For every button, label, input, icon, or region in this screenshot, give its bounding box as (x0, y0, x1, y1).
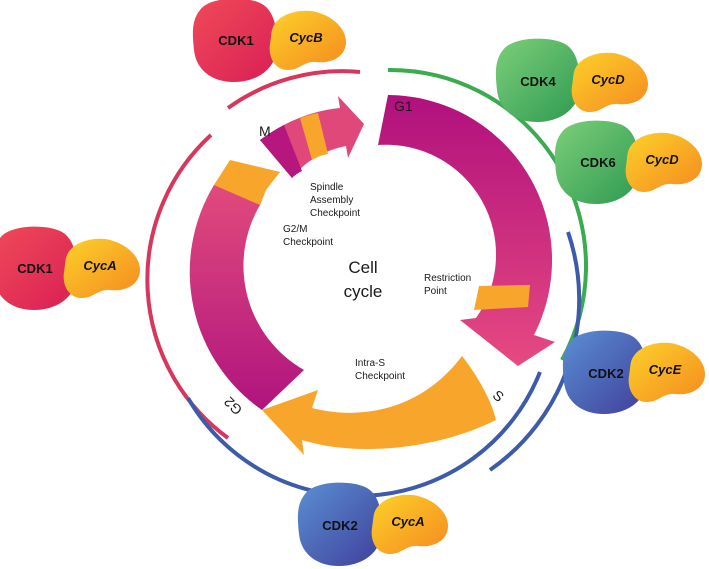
cycle-arrows (189, 95, 555, 455)
center-label-line1: Cell (348, 258, 377, 277)
spindle-label-line1: Spindle (310, 182, 344, 193)
m-arrow-band-orange (300, 113, 328, 160)
restriction-point-label: Restriction Point (424, 273, 471, 297)
g1-arrow (378, 95, 555, 366)
spindle-checkpoint-label: Spindle Assembly Checkpoint (310, 182, 360, 219)
center-label-line2: cycle (344, 282, 383, 301)
complex-cdk4-cycd: CDK4 CycD (495, 38, 648, 122)
cdk-label: CDK1 (17, 261, 52, 276)
g2m-checkpoint-label: G2/M Checkpoint (283, 224, 333, 248)
cyclin-label: CycA (83, 258, 116, 273)
g2m-band (214, 160, 280, 205)
phase-label-g2: G2 (221, 394, 246, 419)
cyclin-label: CycD (645, 152, 679, 167)
complex-cdk2-cyce: CDK2 CycE (562, 330, 705, 414)
phase-label-s: S (490, 387, 507, 405)
complex-cdk1-cycb: CDK1 CycB (192, 0, 346, 82)
spindle-label-line2: Assembly (310, 195, 353, 206)
cdk-label: CDK6 (580, 155, 615, 170)
phase-label-m: M (259, 123, 271, 139)
spindle-label-line3: Checkpoint (310, 208, 360, 219)
complex-cdk2-cyca: CDK2 CycA (297, 482, 448, 566)
arc-red-top (226, 69, 361, 110)
intra-s-checkpoint-label: Intra-S Checkpoint (355, 358, 405, 382)
complex-cdk1-cyca: CDK1 CycA (0, 226, 140, 310)
m-arrow-band-magenta (260, 125, 302, 178)
complex-cdk6-cycd: CDK6 CycD (554, 120, 702, 204)
s-arrow (262, 356, 496, 455)
phase-label-g1: G1 (394, 98, 413, 114)
cyclin-label: CycA (391, 514, 424, 529)
cdk-label: CDK1 (218, 33, 253, 48)
cyclin-label: CycB (289, 30, 322, 45)
center-label: Cell cycle (344, 258, 383, 301)
g2-arrow (189, 162, 304, 410)
cyclin-label: CycE (649, 362, 682, 377)
restriction-label-line2: Point (424, 286, 447, 297)
cyclin-label: CycD (591, 72, 625, 87)
cdk-label: CDK2 (322, 518, 357, 533)
g2m-label-line2: Checkpoint (283, 237, 333, 248)
restriction-label-line1: Restriction (424, 273, 471, 284)
cdk-label: CDK2 (588, 366, 623, 381)
cdk-label: CDK4 (520, 74, 556, 89)
intra-s-label-line2: Checkpoint (355, 371, 405, 382)
intra-s-label-line1: Intra-S (355, 358, 385, 369)
restriction-band (474, 285, 530, 310)
g2m-label-line1: G2/M (283, 224, 307, 235)
